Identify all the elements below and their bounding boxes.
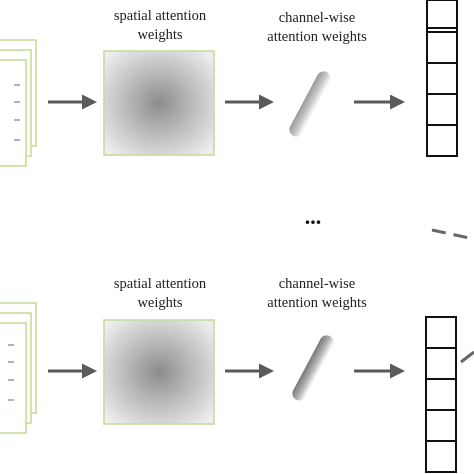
spatial-attention-map-2	[103, 319, 215, 425]
channel-vector-1	[426, 0, 458, 157]
feature-map-stack-2	[0, 302, 37, 434]
channel-label-2-line2: attention weights	[267, 295, 367, 311]
ellipsis: ...	[305, 204, 322, 229]
spatial-label-2-line1: spatial attention	[114, 276, 207, 292]
channel-weight-cylinder-1	[289, 71, 331, 137]
spatial-label-1-line2: weights	[137, 27, 182, 43]
channel-weight-cylinder-2	[292, 335, 334, 401]
spatial-label-2-line2: weights	[137, 295, 182, 311]
spatial-attention-map-1	[103, 50, 215, 156]
channel-vector-2	[425, 316, 457, 473]
row-1: spatial attention weights channel-wise a…	[0, 0, 458, 167]
row-2: spatial attention weights channel-wise a…	[0, 276, 474, 473]
dashed-connector	[431, 228, 474, 241]
channel-label-1-line2: attention weights	[267, 29, 367, 45]
partial-connector	[460, 350, 474, 364]
feature-map-stack-1	[0, 39, 37, 167]
spatial-label-1-line1: spatial attention	[114, 8, 207, 24]
channel-label-1-line1: channel-wise	[279, 10, 356, 26]
channel-label-2-line1: channel-wise	[279, 276, 356, 292]
